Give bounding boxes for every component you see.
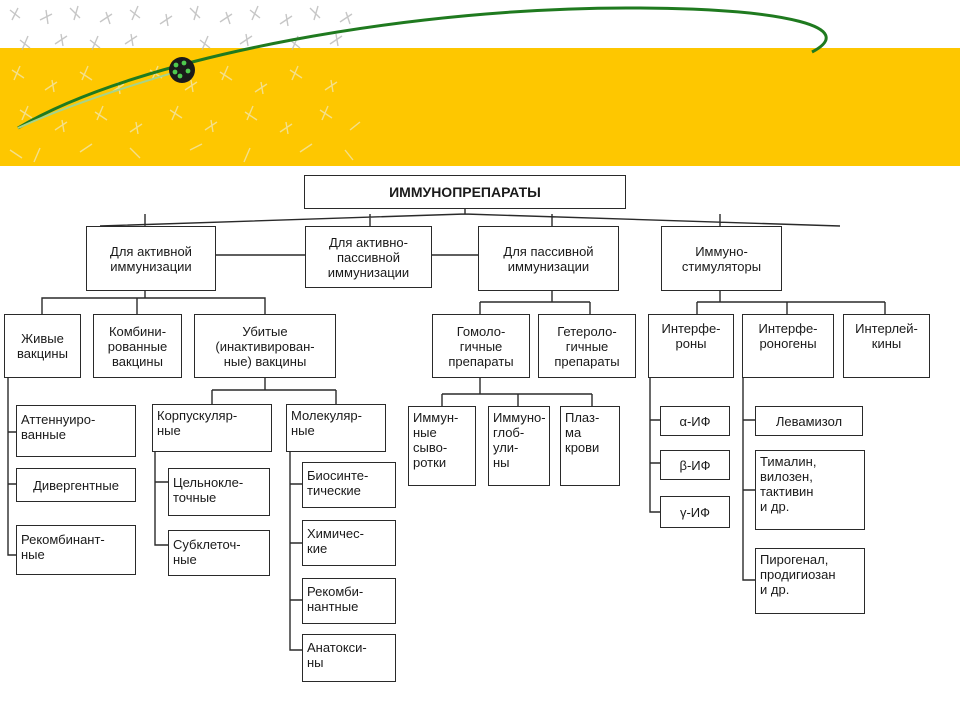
node-pyrogenal: Пирогенал, продигиозан и др. [755, 548, 865, 614]
node-interferonogens: Интерфе- роногены [742, 314, 834, 378]
node-whole-cell: Цельнокле- точные [168, 468, 270, 516]
node-combined-vaccines: Комбини- рованные вакцины [93, 314, 182, 378]
node-interleukins: Интерлей- кины [843, 314, 930, 378]
node-recombinant-molecular: Рекомби- нантные [302, 578, 396, 624]
node-molecular: Молекуляр- ные [286, 404, 386, 452]
node-divergent: Дивергентные [16, 468, 136, 502]
node-immunoglobulins: Иммуно- глоб- ули- ны [488, 406, 550, 486]
node-passive-immunization: Для пассивной иммунизации [478, 226, 619, 291]
node-anatoxins: Анатокси- ны [302, 634, 396, 682]
node-alpha-interferon: α-ИФ [660, 406, 730, 436]
node-interferons: Интерфе- роны [648, 314, 734, 378]
node-gamma-interferon: γ-ИФ [660, 496, 730, 528]
node-plasma: Плаз- ма крови [560, 406, 620, 486]
node-live-vaccines: Живые вакцины [4, 314, 81, 378]
node-corpuscular: Корпускуляр- ные [152, 404, 272, 452]
node-beta-interferon: β-ИФ [660, 450, 730, 480]
node-killed-vaccines: Убитые (инактивирован- ные) вакцины [194, 314, 336, 378]
decorative-swoosh [17, 6, 828, 130]
node-attenuated: Аттеннуиро- ванные [16, 405, 136, 457]
node-homologous: Гомоло- гичные препараты [432, 314, 530, 378]
node-levamisole: Левамизол [755, 406, 863, 436]
node-immune-sera: Иммун- ные сыво- ротки [408, 406, 476, 486]
decorative-pattern [9, 5, 361, 163]
node-subcellular: Субклеточ- ные [168, 530, 270, 576]
title-banner [0, 48, 960, 166]
node-immunostimulators: Иммуно- стимуляторы [661, 226, 782, 291]
node-biosynthetic: Биосинте- тические [302, 462, 396, 508]
node-chemical: Химичес- кие [302, 520, 396, 566]
node-active-passive-immunization: Для активно- пассивной иммунизации [305, 226, 432, 288]
node-active-immunization: Для активной иммунизации [86, 226, 216, 291]
node-root: ИММУНОПРЕПАРАТЫ [304, 175, 626, 209]
node-recombinant-live: Рекомбинант- ные [16, 525, 136, 575]
node-timalin: Тималин, вилозен, тактивин и др. [755, 450, 865, 530]
node-heterologous: Гетероло- гичные препараты [538, 314, 636, 378]
